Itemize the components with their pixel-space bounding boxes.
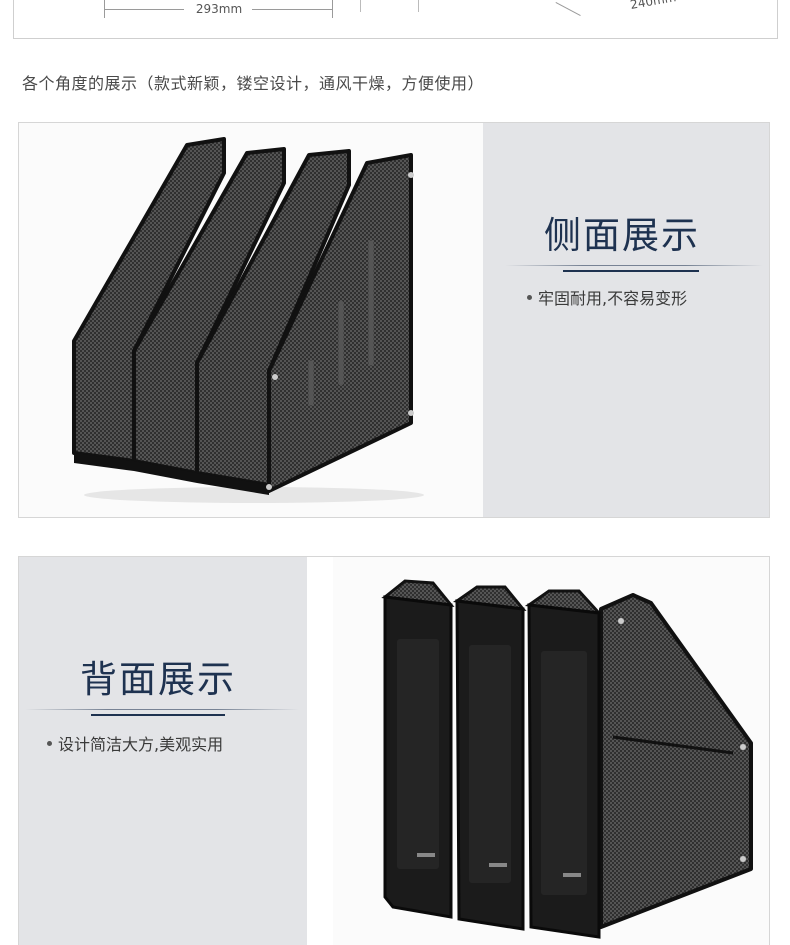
- side-view-feature: 牢固耐用,不容易变形: [527, 285, 687, 309]
- dimension-tick: [332, 0, 333, 18]
- heading-rule-thick: [91, 714, 225, 716]
- file-rack-side-illustration: [19, 123, 483, 517]
- heading-rule-thin: [25, 709, 299, 710]
- back-view-feature: 设计简洁大方,美观实用: [47, 731, 223, 755]
- back-view-info: 背面展示 设计简洁大方,美观实用: [19, 557, 307, 945]
- width-dimension-label: 293mm: [195, 2, 243, 16]
- back-view-panel: 背面展示 设计简洁大方,美观实用: [18, 556, 770, 945]
- side-view-feature-text: 牢固耐用,不容易变形: [538, 289, 688, 308]
- side-view-info: 侧面展示 牢固耐用,不容易变形: [483, 123, 769, 517]
- divider: [418, 0, 419, 12]
- heading-rule-thick: [563, 270, 699, 272]
- heading-rule-thin: [505, 265, 763, 266]
- dimension-line: [104, 9, 184, 10]
- back-view-feature-text: 设计简洁大方,美观实用: [58, 735, 224, 754]
- file-rack-back-illustration: [333, 557, 769, 945]
- side-view-panel: 侧面展示 牢固耐用,不容易变形: [18, 122, 770, 518]
- divider: [360, 0, 361, 12]
- bullet-dot: [47, 741, 52, 746]
- back-view-heading: 背面展示: [80, 658, 236, 701]
- side-view-product-image: [19, 123, 483, 517]
- section-caption: 各个角度的展示（款式新颖，镂空设计，通风干燥，方便使用）: [22, 74, 485, 93]
- dimension-strip: [13, 0, 778, 39]
- dimension-line: [252, 9, 332, 10]
- back-view-product-image: [333, 557, 769, 945]
- side-view-heading: 侧面展示: [544, 214, 700, 257]
- bullet-dot: [527, 295, 532, 300]
